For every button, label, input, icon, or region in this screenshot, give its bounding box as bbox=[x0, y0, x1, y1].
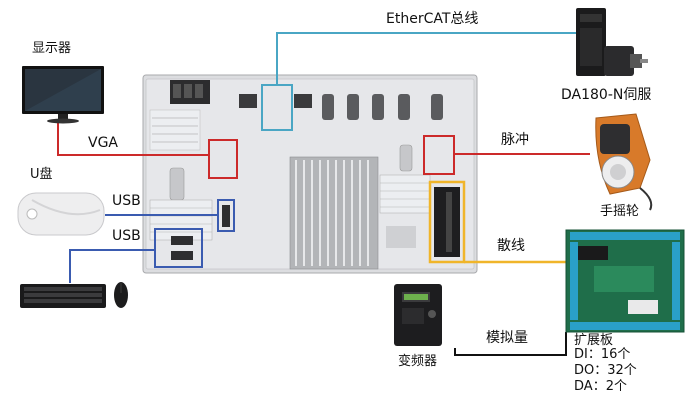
usb-flash-drive bbox=[17, 192, 105, 236]
spec-da: DA：2个 bbox=[574, 379, 627, 394]
usb-port-highlight-large bbox=[154, 228, 203, 268]
loose-wire-label: 散线 bbox=[497, 238, 525, 254]
inverter-device bbox=[394, 284, 442, 346]
vga-label: VGA bbox=[88, 135, 119, 151]
vga-wire bbox=[57, 122, 209, 156]
usb-label-keyboard: USB bbox=[112, 228, 141, 244]
pulse-label: 脉冲 bbox=[501, 132, 529, 148]
heatsink bbox=[289, 156, 379, 270]
monitor bbox=[22, 66, 104, 124]
display-label: 显示器 bbox=[32, 41, 72, 56]
expansion-board-label: 扩展板 bbox=[574, 333, 614, 348]
ethercat-wire bbox=[276, 32, 588, 85]
servo-label: DA180-N伺服 bbox=[561, 87, 652, 103]
udisk-label: U盘 bbox=[30, 167, 53, 182]
ethercat-bus-label: EtherCAT总线 bbox=[386, 11, 479, 27]
usb-wire-keyboard bbox=[69, 249, 155, 283]
inverter-label: 变频器 bbox=[398, 354, 438, 369]
io-port-highlight bbox=[428, 180, 466, 264]
spec-do: DO：32个 bbox=[574, 363, 637, 378]
vga-port-highlight bbox=[208, 139, 238, 179]
expansion-board-device bbox=[565, 229, 685, 333]
keyboard-mouse bbox=[20, 282, 128, 308]
handwheel-label: 手摇轮 bbox=[600, 204, 640, 219]
handwheel-pendant bbox=[595, 113, 653, 211]
expansion-spec-list: DI：16个 DO：32个 DA：2个 bbox=[574, 347, 637, 395]
usb-label-udisk: USB bbox=[112, 193, 141, 209]
spec-di: DI：16个 bbox=[574, 347, 631, 362]
analog-label: 模拟量 bbox=[486, 330, 528, 346]
analog-wire bbox=[454, 332, 567, 356]
servo-drive-motor bbox=[576, 8, 648, 76]
